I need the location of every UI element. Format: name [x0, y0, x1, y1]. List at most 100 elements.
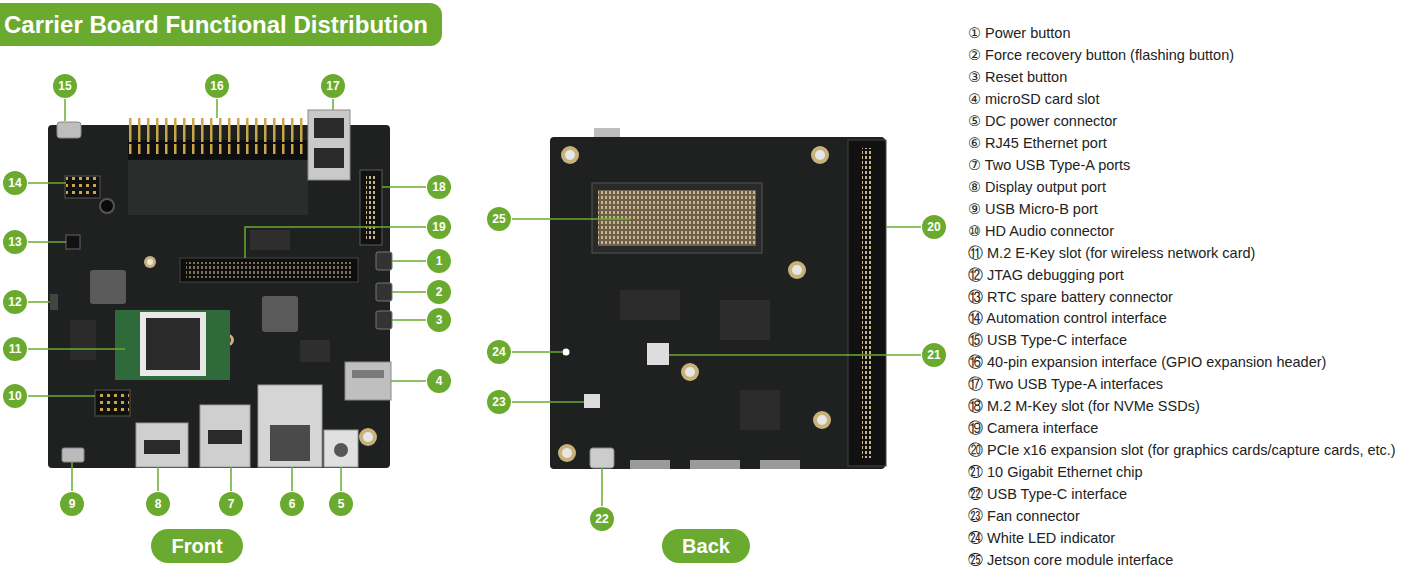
callout-number: 24	[487, 340, 511, 364]
callout-number: 11	[3, 337, 27, 361]
callout-number: 5	[329, 492, 353, 516]
callout-number: 9	[60, 492, 84, 516]
leader-line	[291, 467, 293, 491]
spec-item: ㉔ White LED indicator	[968, 529, 1115, 547]
mount-hole	[147, 259, 153, 265]
spec-item: ④ microSD card slot	[968, 90, 1099, 108]
spec-item: ⑩ HD Audio connector	[968, 222, 1114, 240]
callout-number: 4	[427, 369, 451, 393]
chip	[720, 300, 770, 340]
audio-connector	[50, 294, 58, 310]
back-board	[550, 137, 885, 469]
leader-line	[28, 182, 66, 184]
microsd-slot	[345, 362, 391, 400]
mount-hole	[685, 367, 695, 377]
mount-hole	[792, 265, 802, 275]
callout-number: 7	[219, 492, 243, 516]
spec-item: ③ Reset button	[968, 68, 1067, 86]
leader-line	[71, 462, 73, 491]
title-banner: Carrier Board Functional Distribution	[0, 3, 442, 46]
callout-number: 15	[53, 74, 77, 98]
leader-line	[601, 468, 603, 506]
leader-line	[216, 99, 218, 118]
pcie-slot	[848, 140, 886, 466]
port-edge	[630, 460, 670, 469]
mount-hole	[100, 199, 114, 213]
leader-line	[245, 227, 426, 258]
leader-line	[392, 291, 426, 293]
spec-item: ⑱ M.2 M-Key slot (for NVMe SSDs)	[968, 397, 1200, 415]
module-connector-bed	[598, 190, 756, 246]
spec-item: ① Power button	[968, 24, 1070, 42]
leader-line	[332, 99, 334, 110]
jtag-header	[95, 390, 130, 416]
callout-number: 22	[590, 507, 614, 531]
spec-item: ⑳ PCIe x16 expansion slot (for graphics …	[968, 441, 1396, 459]
camera-connector	[180, 258, 358, 282]
board-area	[128, 160, 308, 215]
callout-number: 12	[3, 290, 27, 314]
callout-number: 16	[205, 74, 229, 98]
usb-a-stack	[308, 110, 350, 180]
spec-item: ⑮ USB Type-C interface	[968, 331, 1127, 349]
mount-hole	[815, 150, 825, 160]
leader-line	[392, 260, 426, 262]
spec-item: ㉓ Fan connector	[968, 507, 1080, 525]
leader-line	[64, 99, 66, 121]
rtc-connector	[66, 235, 80, 249]
spec-item: ⑬ RTC spare battery connector	[968, 288, 1173, 306]
mount-hole	[363, 432, 373, 442]
mount-hole	[813, 411, 831, 429]
spec-item: ⑨ USB Micro-B port	[968, 200, 1098, 218]
connector-pins	[186, 262, 352, 278]
port-edge	[760, 460, 800, 469]
leader-line	[669, 354, 921, 356]
wifi-card	[115, 310, 230, 380]
display-opening	[144, 440, 180, 454]
callout-number: 6	[280, 492, 304, 516]
mount-hole	[359, 428, 377, 446]
mount-hole	[565, 150, 575, 160]
spec-item: ⑰ Two USB Type-A interfaces	[968, 375, 1163, 393]
automation-pins	[66, 177, 99, 197]
section-pill: Front	[151, 529, 242, 563]
spec-item: ⑲ Camera interface	[968, 419, 1098, 437]
title-text: Carrier Board Functional Distribution	[4, 11, 428, 38]
chip	[740, 390, 780, 430]
display-port	[136, 423, 188, 467]
spec-item: ⑫ JTAG debugging port	[968, 266, 1124, 284]
callout-number: 25	[487, 207, 511, 231]
spec-item: ⑤ DC power connector	[968, 112, 1117, 130]
usb-a-slot	[314, 118, 344, 138]
pill-text: Front	[171, 535, 222, 557]
usb-a-slot	[314, 148, 344, 168]
callout-number: 14	[3, 171, 27, 195]
automation-header	[65, 176, 100, 198]
spec-item: ⑯ 40-pin expansion interface (GPIO expan…	[968, 353, 1326, 371]
spec-item: ⑭ Automation control interface	[968, 309, 1167, 327]
callout-number: 23	[487, 390, 511, 414]
spec-item: ⑪ M.2 E-Key slot (for wireless network c…	[968, 244, 1255, 262]
spec-item: ⑦ Two USB Type-A ports	[968, 156, 1130, 174]
wifi-shield-label	[146, 318, 200, 370]
callout-number: 13	[3, 230, 27, 254]
white-led	[563, 349, 570, 356]
leader-line	[512, 401, 584, 403]
m2-m-key-slot	[360, 170, 382, 245]
recovery-button	[376, 283, 392, 301]
gpio-pins	[128, 118, 308, 154]
mount-hole	[681, 363, 699, 381]
mount-hole	[144, 256, 156, 268]
leader-line	[28, 395, 95, 397]
leader-line	[28, 241, 66, 243]
spec-item: ② Force recovery button (flashing button…	[968, 46, 1234, 64]
leader-line	[886, 226, 921, 228]
pcie-pins	[862, 148, 872, 458]
spec-item: ㉕ Jetson core module interface	[968, 551, 1173, 569]
section-pill: Back	[662, 529, 750, 563]
power-button	[376, 252, 392, 270]
mount-hole	[562, 448, 572, 458]
rj45-opening	[270, 425, 310, 461]
usb-a-slot	[208, 430, 242, 444]
